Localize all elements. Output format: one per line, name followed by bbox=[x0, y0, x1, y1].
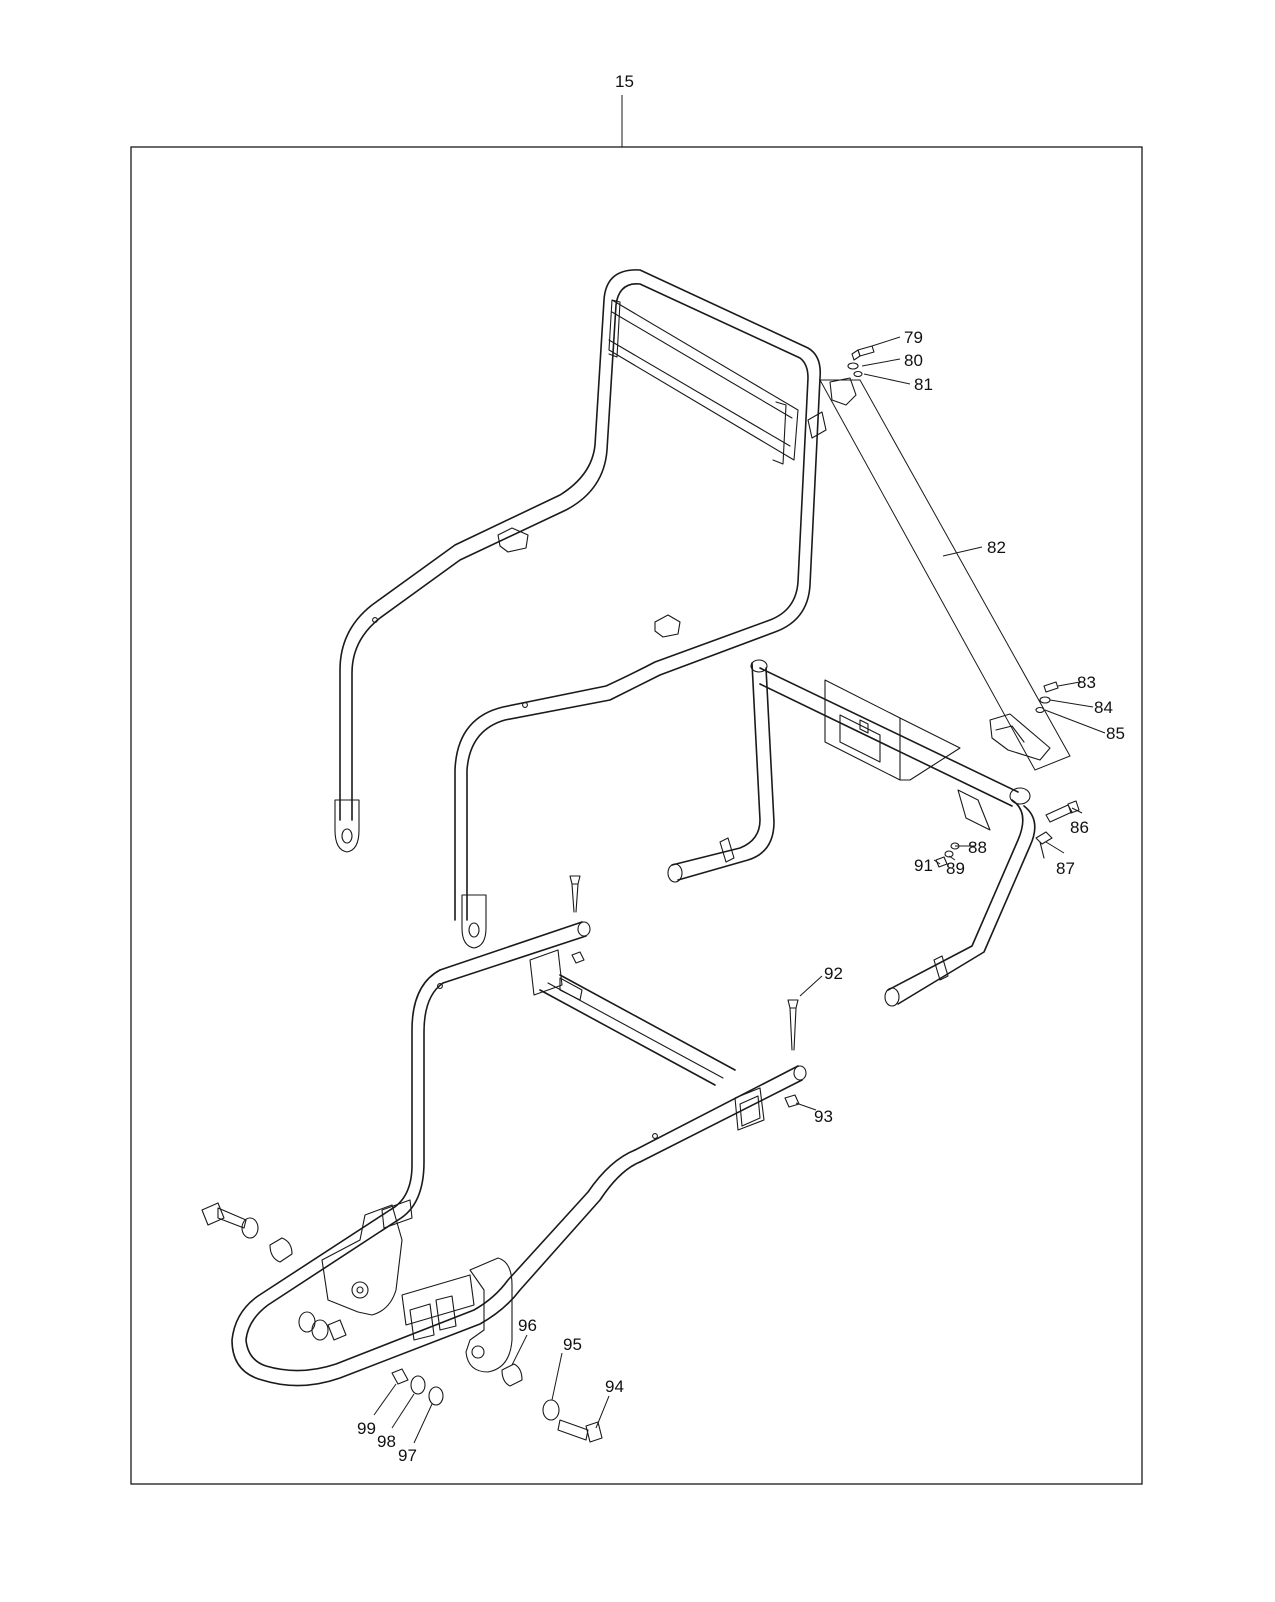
callout-97: 97 bbox=[398, 1446, 417, 1465]
callout-95: 95 bbox=[563, 1335, 582, 1354]
callout-labels: 79 80 81 82 83 84 85 86 87 88 89 91 92 9… bbox=[357, 328, 1125, 1465]
callout-80: 80 bbox=[904, 351, 923, 370]
upper-handle-frame bbox=[334, 269, 827, 949]
callout-87: 87 bbox=[1056, 859, 1075, 878]
callout-93: 93 bbox=[814, 1107, 833, 1126]
callout-83: 83 bbox=[1077, 673, 1096, 692]
callout-91: 91 bbox=[914, 856, 933, 875]
hardware-86-91 bbox=[935, 800, 1080, 868]
callout-92: 92 bbox=[824, 964, 843, 983]
callout-99: 99 bbox=[357, 1419, 376, 1438]
hardware-83-84-85 bbox=[1035, 681, 1059, 714]
hardware-92-93 bbox=[569, 875, 800, 1108]
callout-88: 88 bbox=[968, 838, 987, 857]
hardware-94-99 bbox=[201, 1202, 603, 1443]
clamp-bracket-top bbox=[829, 377, 857, 406]
callout-86: 86 bbox=[1070, 818, 1089, 837]
clamp-bracket-bottom bbox=[989, 713, 1051, 761]
assembly-frame bbox=[130, 146, 1143, 1485]
hardware-79-80-81 bbox=[847, 345, 875, 378]
callout-89: 89 bbox=[946, 859, 965, 878]
callout-96: 96 bbox=[518, 1316, 537, 1335]
callout-94: 94 bbox=[605, 1377, 624, 1396]
callout-81: 81 bbox=[914, 375, 933, 394]
lower-handle-frame bbox=[667, 659, 1036, 1007]
assembly-number-label: 15 bbox=[615, 72, 634, 91]
callout-85: 85 bbox=[1106, 724, 1125, 743]
callout-98: 98 bbox=[377, 1432, 396, 1451]
callout-84: 84 bbox=[1094, 698, 1113, 717]
callout-79: 79 bbox=[904, 328, 923, 347]
base-frame bbox=[231, 921, 807, 1387]
callout-leaders bbox=[373, 336, 1106, 1444]
callout-82: 82 bbox=[987, 538, 1006, 557]
kit-82-outline bbox=[819, 377, 1071, 771]
